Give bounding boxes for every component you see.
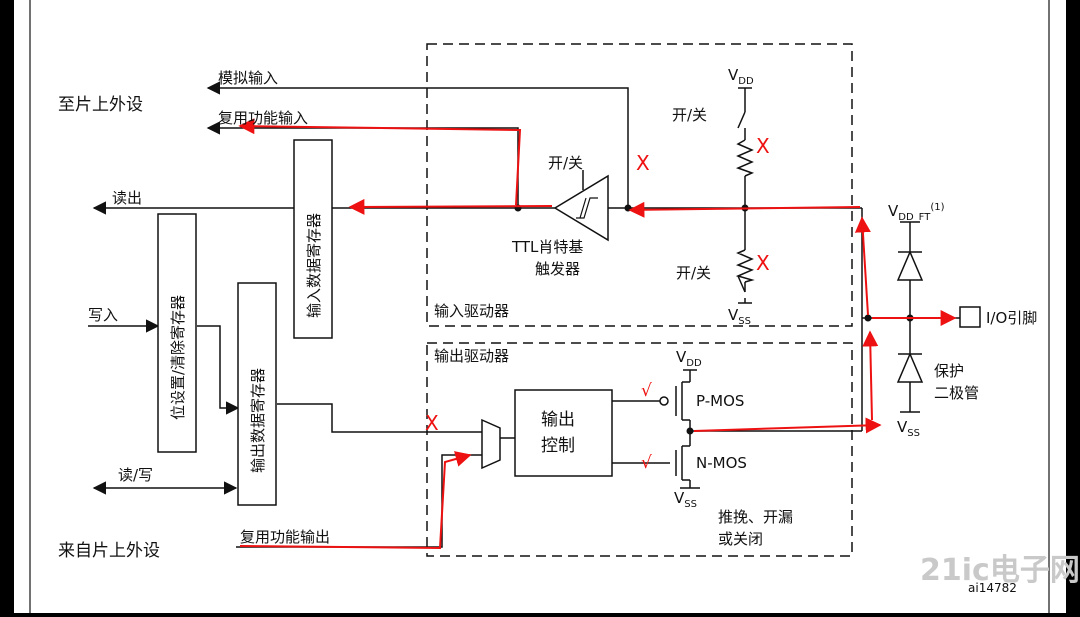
nmos-label: N-MOS bbox=[696, 454, 747, 472]
mode-label-line1: 推挽、开漏 bbox=[718, 508, 793, 526]
schmitt-trigger-symbol bbox=[553, 174, 609, 242]
upper-diode bbox=[896, 250, 924, 281]
vss-pulldown-label: VSS bbox=[728, 306, 751, 327]
schmitt-on-off-label: 开/关 bbox=[548, 154, 583, 172]
watermark-logo: 21ic电子网 bbox=[920, 553, 1080, 588]
vss-diode-label: VSS bbox=[897, 418, 920, 439]
cross-mark-analog: X bbox=[636, 151, 650, 175]
protect-label-line1: 保护 bbox=[934, 362, 964, 380]
hysteresis-icon bbox=[576, 197, 598, 219]
analog-input-label: 模拟输入 bbox=[218, 69, 278, 87]
pullup-resistor bbox=[735, 139, 755, 177]
vss-output-label: VSS bbox=[674, 489, 697, 510]
pulldown-on-off-label: 开/关 bbox=[676, 264, 711, 282]
lower-diode bbox=[896, 352, 924, 383]
schmitt-label-line1: TTL肖特基 bbox=[511, 238, 583, 256]
check-mark-pmos: √ bbox=[641, 381, 652, 401]
red-annotations bbox=[238, 118, 957, 550]
odr-to-mux-wire bbox=[277, 403, 482, 433]
pmos-label: P-MOS bbox=[696, 392, 744, 410]
figure-id: ai14782 bbox=[968, 581, 1017, 595]
cross-mark-pullup: X bbox=[756, 134, 770, 158]
pullup-on-off-label: 开/关 bbox=[672, 106, 707, 124]
output-driver-box bbox=[426, 342, 853, 557]
check-mark-nmos: √ bbox=[641, 453, 652, 473]
mode-label-line2: 或关闭 bbox=[718, 530, 763, 548]
read-write-label: 读/写 bbox=[118, 466, 153, 484]
alt-func-input-label: 复用功能输入 bbox=[218, 109, 308, 127]
input-data-register-label: 输入数据寄存器 bbox=[305, 213, 323, 318]
schmitt-label-line2: 触发器 bbox=[535, 260, 580, 278]
to-peripheral-label: 至片上外设 bbox=[58, 95, 143, 115]
cross-mark-pulldown: X bbox=[756, 251, 770, 275]
bit-set-reset-register-block bbox=[157, 213, 197, 453]
bitset-to-odr-wire bbox=[197, 325, 240, 415]
pullup-switch bbox=[737, 111, 746, 129]
io-pin-label: I/O引脚 bbox=[986, 309, 1037, 327]
output-control-line1: 输出 bbox=[541, 410, 575, 430]
output-mux bbox=[481, 418, 501, 470]
pulldown-resistor bbox=[735, 249, 755, 283]
io-pin-pad bbox=[959, 306, 981, 328]
read-out-label: 读出 bbox=[112, 189, 142, 207]
protect-label-line2: 二极管 bbox=[934, 384, 979, 402]
input-data-register-block bbox=[293, 139, 333, 339]
output-data-register-block bbox=[237, 282, 277, 506]
pmos-gate-bubble bbox=[659, 396, 669, 406]
vdd-pullup-label: VDD bbox=[728, 66, 754, 87]
analog-input-wire bbox=[206, 81, 629, 208]
cross-mark-odr: X bbox=[425, 411, 439, 435]
alt-func-output-label: 复用功能输出 bbox=[240, 528, 330, 546]
input-driver-box bbox=[426, 43, 853, 327]
bit-set-reset-register-label: 位设置/清除寄存器 bbox=[169, 295, 187, 420]
input-driver-label: 输入驱动器 bbox=[434, 302, 509, 320]
output-control-line2: 控制 bbox=[541, 436, 575, 456]
output-driver-label: 输出驱动器 bbox=[434, 347, 509, 365]
vdd-ft-label: VDD_FT(1) bbox=[888, 202, 945, 223]
write-in-label: 写入 bbox=[88, 306, 118, 324]
output-data-register-label: 输出数据寄存器 bbox=[249, 368, 267, 473]
from-peripheral-label: 来自片上外设 bbox=[58, 541, 160, 561]
pulldown-switch bbox=[737, 275, 746, 293]
output-control-block bbox=[514, 389, 613, 477]
vdd-output-label: VDD bbox=[676, 348, 702, 369]
